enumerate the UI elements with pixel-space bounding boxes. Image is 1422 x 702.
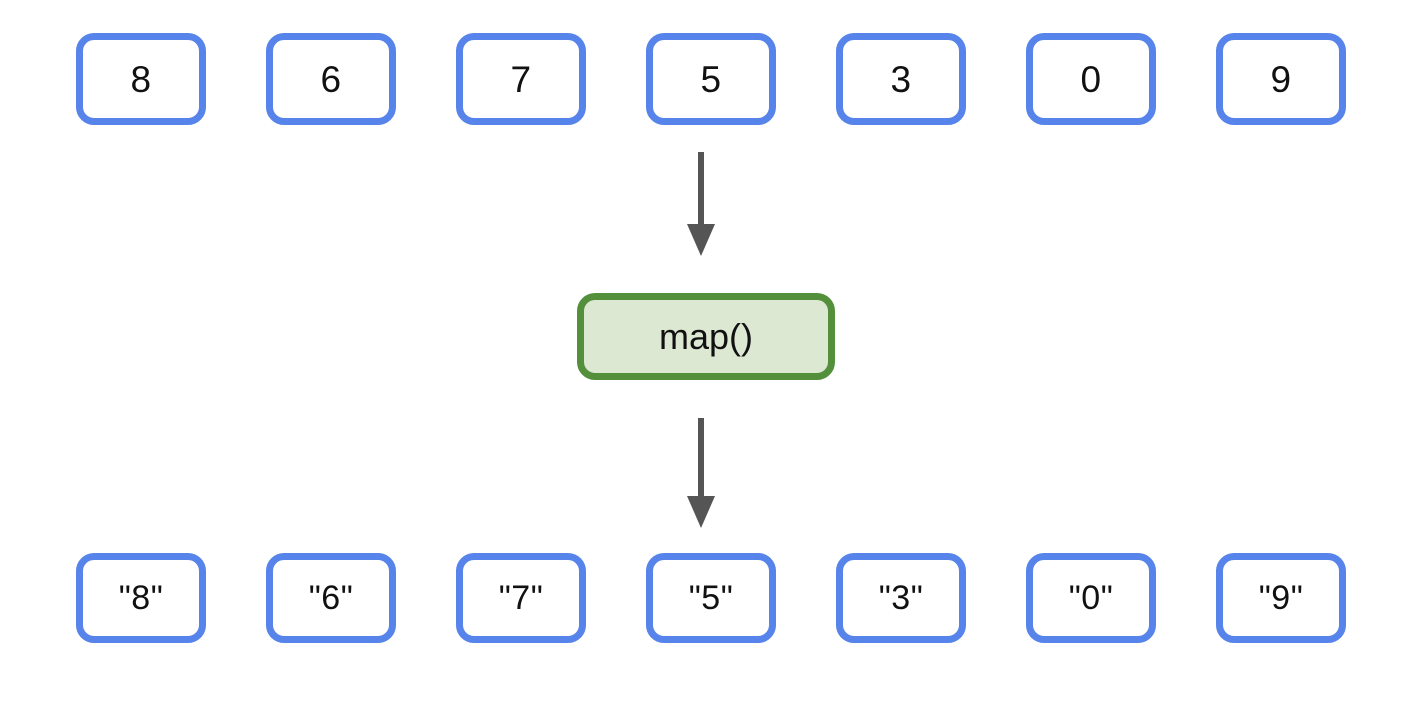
output-value-label: "9" xyxy=(1258,579,1304,617)
input-value-box[interactable]: 3 xyxy=(836,33,966,125)
output-value-box[interactable]: "3" xyxy=(836,553,966,643)
input-value-label: 9 xyxy=(1270,58,1292,100)
output-value-label: "6" xyxy=(308,579,354,617)
input-value-label: 3 xyxy=(890,58,912,100)
input-value-label: 7 xyxy=(510,58,532,100)
output-value-label: "8" xyxy=(118,579,164,617)
output-value-label: "0" xyxy=(1068,579,1114,617)
input-value-box[interactable]: 6 xyxy=(266,33,396,125)
input-value-box[interactable]: 9 xyxy=(1216,33,1346,125)
arrow-map-to-output-icon xyxy=(686,418,716,530)
input-value-label: 8 xyxy=(130,58,152,100)
output-value-label: "3" xyxy=(878,579,924,617)
input-value-box[interactable]: 8 xyxy=(76,33,206,125)
input-value-label: 5 xyxy=(700,58,722,100)
output-value-box[interactable]: "5" xyxy=(646,553,776,643)
output-values-row: "8" "6" "7" "5" "3" "0" "9" xyxy=(0,553,1422,643)
input-value-box[interactable]: 0 xyxy=(1026,33,1156,125)
map-node[interactable]: map() xyxy=(577,293,835,380)
output-value-label: "5" xyxy=(688,579,734,617)
input-value-label: 6 xyxy=(320,58,342,100)
arrow-input-to-map-icon xyxy=(686,152,716,258)
input-value-box[interactable]: 7 xyxy=(456,33,586,125)
input-value-label: 0 xyxy=(1080,58,1102,100)
output-value-label: "7" xyxy=(498,579,544,617)
output-value-box[interactable]: "8" xyxy=(76,553,206,643)
map-node-label: map() xyxy=(658,315,753,357)
input-value-box[interactable]: 5 xyxy=(646,33,776,125)
output-value-box[interactable]: "7" xyxy=(456,553,586,643)
output-value-box[interactable]: "9" xyxy=(1216,553,1346,643)
output-value-box[interactable]: "0" xyxy=(1026,553,1156,643)
output-value-box[interactable]: "6" xyxy=(266,553,396,643)
input-values-row: 8 6 7 5 3 0 9 xyxy=(0,33,1422,125)
